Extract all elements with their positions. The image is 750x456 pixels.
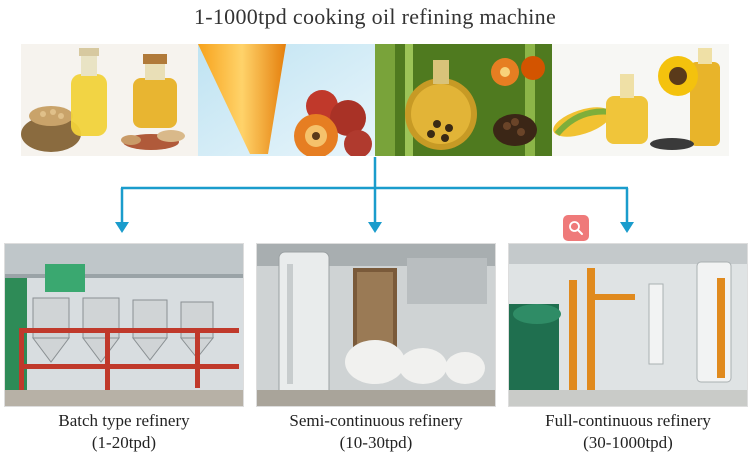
palm-oil-pour-image xyxy=(198,44,375,156)
caption-semi-capacity: (10-30tpd) xyxy=(339,433,413,452)
search-icon xyxy=(569,221,583,235)
arrow-head-full xyxy=(620,222,634,233)
zoom-button[interactable] xyxy=(563,215,589,241)
caption-semi: Semi-continuous refinery (10-30tpd) xyxy=(256,410,496,454)
caption-semi-name: Semi-continuous refinery xyxy=(289,411,463,430)
soybean-peanut-oil-image xyxy=(21,44,198,156)
full-continuous-refinery-photo xyxy=(508,243,748,407)
palm-fruit-oil-flask-image xyxy=(375,44,552,156)
semi-continuous-refinery-photo xyxy=(256,243,496,407)
caption-full-name: Full-continuous refinery xyxy=(545,411,711,430)
caption-batch: Batch type refinery (1-20tpd) xyxy=(4,410,244,454)
oil-image-strip xyxy=(21,44,729,156)
arrow-head-semi xyxy=(368,222,382,233)
page-title: 1-1000tpd cooking oil refining machine xyxy=(193,4,557,29)
caption-full: Full-continuous refinery (30-1000tpd) xyxy=(508,410,748,454)
corn-sunflower-oil-image xyxy=(552,44,729,156)
arrow-head-batch xyxy=(115,222,129,233)
caption-batch-capacity: (1-20tpd) xyxy=(91,433,157,452)
caption-batch-name: Batch type refinery xyxy=(58,411,190,430)
batch-refinery-photo xyxy=(4,243,244,407)
caption-full-capacity: (30-1000tpd) xyxy=(583,433,673,452)
